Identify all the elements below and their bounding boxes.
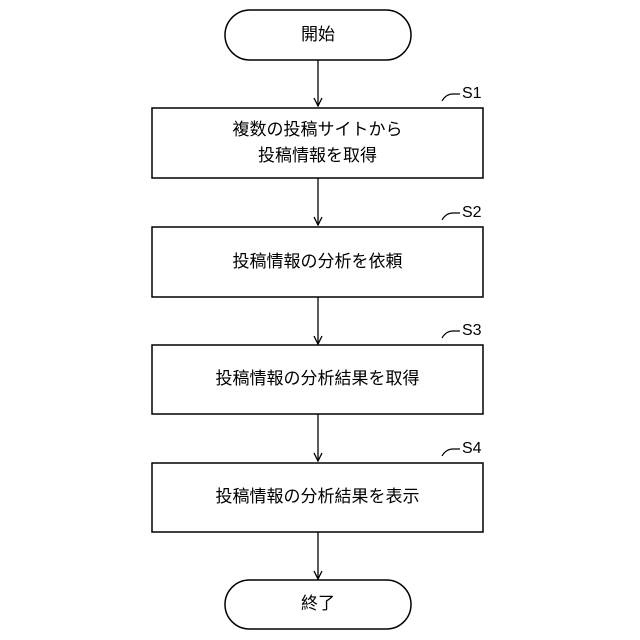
step-s2-id: S2 <box>462 205 482 221</box>
step-s1-line-1: 複数の投稿サイトから <box>152 117 483 143</box>
step-s3-text: 投稿情報の分析結果を取得 <box>152 366 483 392</box>
end-label-text: 終了 <box>225 591 411 617</box>
step-s4-leader <box>442 449 460 456</box>
step-s1-line-2: 投稿情報を取得 <box>152 143 483 169</box>
start-label: 開始 <box>225 22 411 48</box>
step-s1-id: S1 <box>462 86 482 102</box>
step-s3-line-1: 投稿情報の分析結果を取得 <box>152 366 483 392</box>
step-s2-text: 投稿情報の分析を依頼 <box>152 249 483 275</box>
step-s3-id: S3 <box>462 323 482 339</box>
end-label: 終了 <box>225 591 411 617</box>
step-s4-line-1: 投稿情報の分析結果を表示 <box>152 484 483 510</box>
start-label-text: 開始 <box>225 22 411 48</box>
step-s2-line-1: 投稿情報の分析を依頼 <box>152 249 483 275</box>
step-s1-text: 複数の投稿サイトから 投稿情報を取得 <box>152 117 483 169</box>
step-s1-leader <box>442 94 460 101</box>
step-s2-leader <box>442 213 460 220</box>
step-s4-id: S4 <box>462 441 482 457</box>
step-s4-text: 投稿情報の分析結果を表示 <box>152 484 483 510</box>
step-s3-leader <box>442 331 460 338</box>
